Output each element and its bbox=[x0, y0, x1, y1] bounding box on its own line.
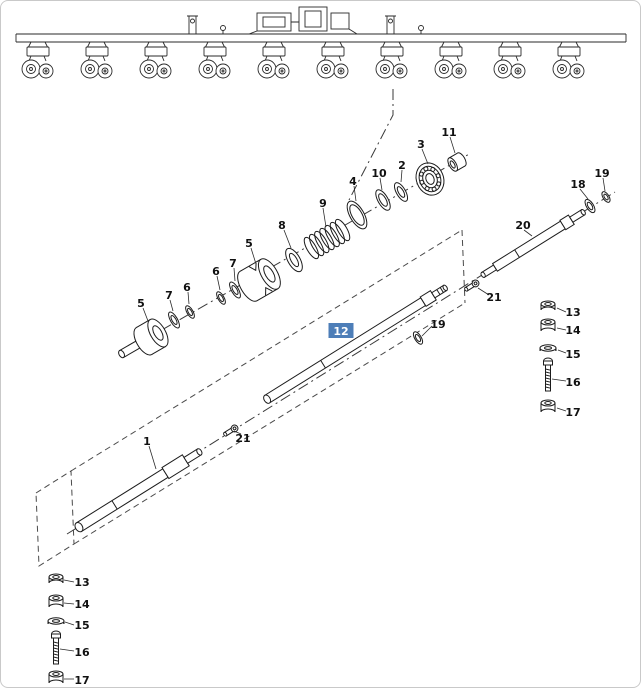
row-unit bbox=[139, 41, 172, 79]
part-callout-14[interactable]: 14 bbox=[565, 324, 581, 337]
part-callout-20[interactable]: 20 bbox=[515, 219, 531, 232]
part-callout-15[interactable]: 15 bbox=[74, 619, 89, 632]
part-callout-10[interactable]: 10 bbox=[371, 167, 387, 180]
part-callout-3[interactable]: 3 bbox=[417, 138, 425, 151]
part-20-rear-shaft[interactable] bbox=[479, 207, 588, 281]
part-17-bushing[interactable] bbox=[540, 399, 556, 413]
part-callout-16[interactable]: 16 bbox=[565, 376, 581, 389]
part-4-retaining-ring[interactable] bbox=[343, 198, 371, 232]
part-6-bushing[interactable] bbox=[184, 304, 196, 319]
part-callout-9[interactable]: 9 bbox=[319, 197, 327, 210]
hitch-bracket-left bbox=[187, 15, 198, 34]
part-callout-1[interactable]: 1 bbox=[143, 435, 151, 448]
part-5-coupler-half[interactable] bbox=[112, 316, 173, 369]
part-callout-21[interactable]: 21 bbox=[486, 291, 501, 304]
part-5-coupler-half[interactable] bbox=[233, 255, 285, 304]
part-callout-21[interactable]: 21 bbox=[235, 432, 250, 445]
parts-layer bbox=[47, 151, 611, 684]
part-callout-16[interactable]: 16 bbox=[74, 646, 90, 659]
part-8-washer[interactable] bbox=[282, 246, 305, 275]
part-callout-15[interactable]: 15 bbox=[565, 348, 580, 361]
part-callout-14[interactable]: 14 bbox=[74, 598, 90, 611]
row-unit bbox=[21, 41, 54, 79]
row-unit bbox=[493, 41, 526, 79]
clutch-centerline bbox=[124, 152, 472, 352]
part-11-cap[interactable] bbox=[446, 151, 468, 172]
part-callout-layer: 5766758941023111819202113141516171219211… bbox=[74, 126, 609, 687]
part-callout-11[interactable]: 11 bbox=[441, 126, 456, 139]
part-callout-6[interactable]: 6 bbox=[183, 281, 191, 294]
row-unit bbox=[552, 41, 585, 79]
part-callout-5[interactable]: 5 bbox=[245, 237, 253, 250]
part-16-bolt[interactable] bbox=[543, 357, 553, 392]
part-16-bolt[interactable] bbox=[51, 630, 61, 665]
part-19-clip[interactable] bbox=[412, 330, 425, 345]
hitch-bracket-right bbox=[385, 15, 396, 34]
row-unit bbox=[198, 41, 231, 79]
part-14-bushing[interactable] bbox=[48, 594, 64, 608]
part-callout-4[interactable]: 4 bbox=[349, 175, 357, 188]
part-callout-19[interactable]: 19 bbox=[594, 167, 609, 180]
part-callout-7[interactable]: 7 bbox=[229, 257, 237, 270]
part-6-bushing[interactable] bbox=[215, 290, 227, 305]
row-unit bbox=[257, 41, 290, 79]
row-unit bbox=[316, 41, 349, 79]
part-callout-13[interactable]: 13 bbox=[565, 306, 580, 319]
part-callout-17[interactable]: 17 bbox=[565, 406, 580, 419]
part-2-ring[interactable] bbox=[392, 181, 410, 204]
part-12-drive-shaft[interactable] bbox=[262, 282, 450, 405]
part-callout-5[interactable]: 5 bbox=[137, 297, 145, 310]
part-callout-13[interactable]: 13 bbox=[74, 576, 89, 589]
part-7-washer[interactable] bbox=[166, 310, 181, 329]
part-callout-6[interactable]: 6 bbox=[212, 265, 220, 278]
part-callout-18[interactable]: 18 bbox=[570, 178, 585, 191]
part-19-nut[interactable] bbox=[600, 190, 611, 203]
selected-part-highlight[interactable] bbox=[328, 323, 354, 338]
part-14-bushing[interactable] bbox=[540, 318, 556, 332]
centerlines bbox=[66, 89, 616, 535]
part-9-spring[interactable] bbox=[301, 217, 353, 261]
part-callout-7[interactable]: 7 bbox=[165, 289, 173, 302]
part-callout-12[interactable]: 12 bbox=[333, 325, 348, 338]
part-7-washer[interactable] bbox=[227, 280, 242, 299]
part-callout-2[interactable]: 2 bbox=[398, 159, 406, 172]
part-callout-17[interactable]: 17 bbox=[74, 674, 89, 687]
part-3-bearing[interactable] bbox=[411, 159, 448, 200]
part-15-washer[interactable] bbox=[47, 617, 65, 625]
part-callout-19[interactable]: 19 bbox=[430, 318, 445, 331]
part-13-nut[interactable] bbox=[48, 573, 64, 584]
part-10-washer[interactable] bbox=[373, 188, 393, 213]
part-17-bushing[interactable] bbox=[48, 670, 64, 684]
center-hitch-drawing bbox=[248, 6, 358, 35]
hardware-stack-right bbox=[539, 300, 557, 413]
machine-overview-drawing bbox=[15, 6, 627, 79]
part-15-washer[interactable] bbox=[539, 344, 557, 352]
callout-leader-lines bbox=[59, 136, 606, 680]
machine-reference-leader bbox=[348, 89, 394, 201]
row-unit bbox=[434, 41, 467, 79]
row-unit bbox=[375, 41, 408, 79]
part-18-washer[interactable] bbox=[583, 198, 597, 214]
part-callout-8[interactable]: 8 bbox=[278, 219, 286, 232]
row-unit bbox=[80, 41, 113, 79]
assembly-dashed-box bbox=[35, 229, 466, 567]
part-1-front-shaft[interactable] bbox=[73, 445, 205, 534]
hardware-stack-left bbox=[47, 573, 65, 684]
part-13-nut[interactable] bbox=[540, 300, 556, 311]
